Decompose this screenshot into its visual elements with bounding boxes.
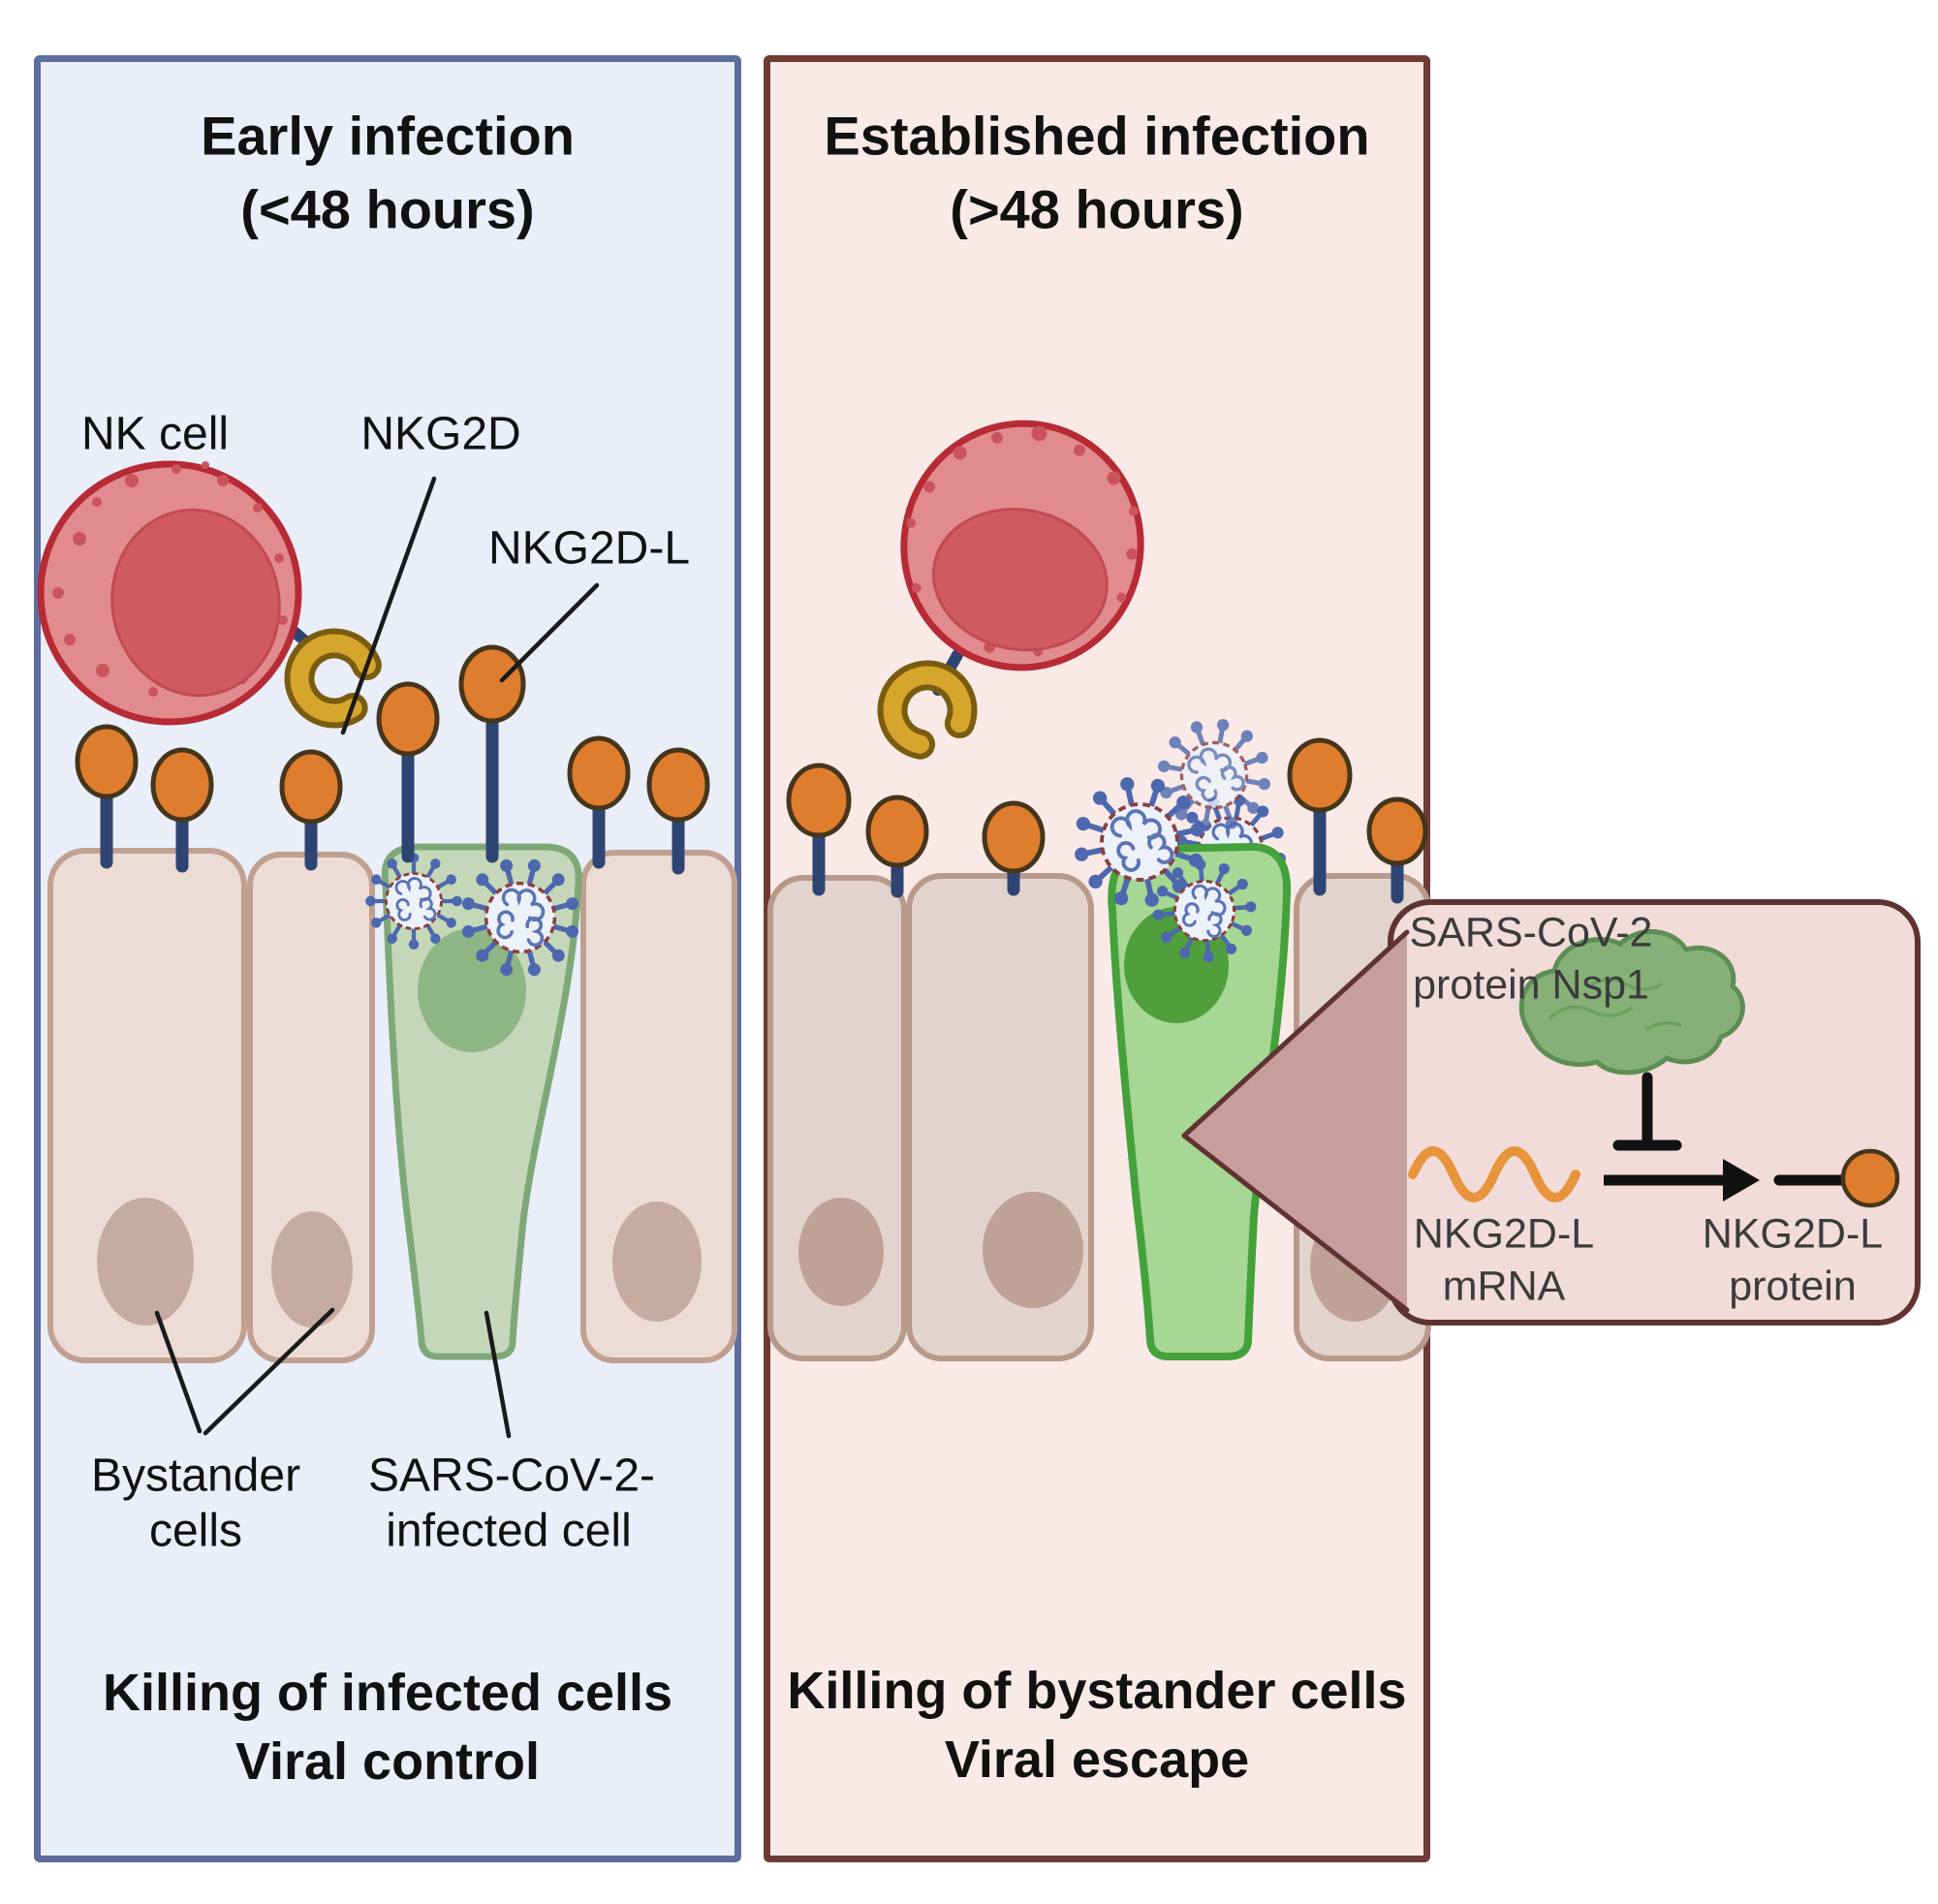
mrna-wave-icon xyxy=(1408,1146,1580,1202)
callout-triangle xyxy=(1181,929,1410,1313)
inhibition-bar-icon xyxy=(1612,1072,1682,1151)
protein-label-line1: NKG2D-L xyxy=(1702,1210,1884,1258)
nkg2d-receptor-icon xyxy=(284,628,382,729)
right-panel-ligands xyxy=(786,737,1428,904)
inset-title-line2: protein Nsp1 xyxy=(1413,961,1649,1009)
bystander-cell-nucleus xyxy=(97,1198,702,1327)
bystander-cells-label-line1: Bystander xyxy=(90,1450,301,1502)
infected-cell-label-line1: SARS-CoV-2- xyxy=(367,1450,656,1502)
translation-arrow-icon xyxy=(1604,1159,1760,1202)
left-outcome-line1: Killing of infected cells xyxy=(102,1664,673,1722)
nkg2d-receptor-icon xyxy=(877,660,978,760)
nk-nucleus xyxy=(931,508,1109,652)
protein-label-line2: protein xyxy=(1729,1263,1857,1310)
nsp1-protein-icon xyxy=(1518,929,1745,1076)
left-panel-title-line1: Early infection xyxy=(201,105,575,167)
nkg2d-label: NKG2D xyxy=(360,408,521,460)
left-outcome-line2: Viral control xyxy=(234,1732,541,1791)
left-panel-title-line2: (<48 hours) xyxy=(240,178,535,240)
bystander-cells-label-line2: cells xyxy=(148,1505,243,1557)
infected-cell-label-line2: infected cell xyxy=(386,1505,632,1557)
nk-nucleus xyxy=(110,508,281,698)
nk-granules xyxy=(52,461,288,697)
right-outcome-line2: Viral escape xyxy=(944,1731,1250,1789)
left-panel-ligands xyxy=(75,644,710,875)
nk-granules xyxy=(906,425,1139,657)
nk-cell-icon xyxy=(877,420,1144,760)
nk-cell-label: NK cell xyxy=(80,408,230,460)
infected-cell-nucleus xyxy=(418,928,526,1052)
nkg2d-ligand-icon xyxy=(75,644,710,825)
mrna-label-line1: NKG2D-L xyxy=(1413,1210,1595,1258)
nkg2d-l-label: NKG2D-L xyxy=(487,522,691,575)
nkg2d-ligand-icon xyxy=(786,737,1428,874)
nkg2dl-protein-icon xyxy=(1773,1148,1900,1208)
inset-title-line1: SARS-CoV-2 xyxy=(1409,909,1653,956)
left-pointer-lines xyxy=(154,476,600,1439)
right-outcome-line1: Killing of bystander cells xyxy=(787,1662,1407,1720)
nk-cell-icon xyxy=(37,460,382,729)
right-panel-title-line1: Established infection xyxy=(824,105,1370,167)
right-panel-title-line2: (>48 hours) xyxy=(950,178,1244,240)
mrna-label-line2: mRNA xyxy=(1442,1263,1566,1310)
left-panel-epithelium xyxy=(47,844,737,1363)
